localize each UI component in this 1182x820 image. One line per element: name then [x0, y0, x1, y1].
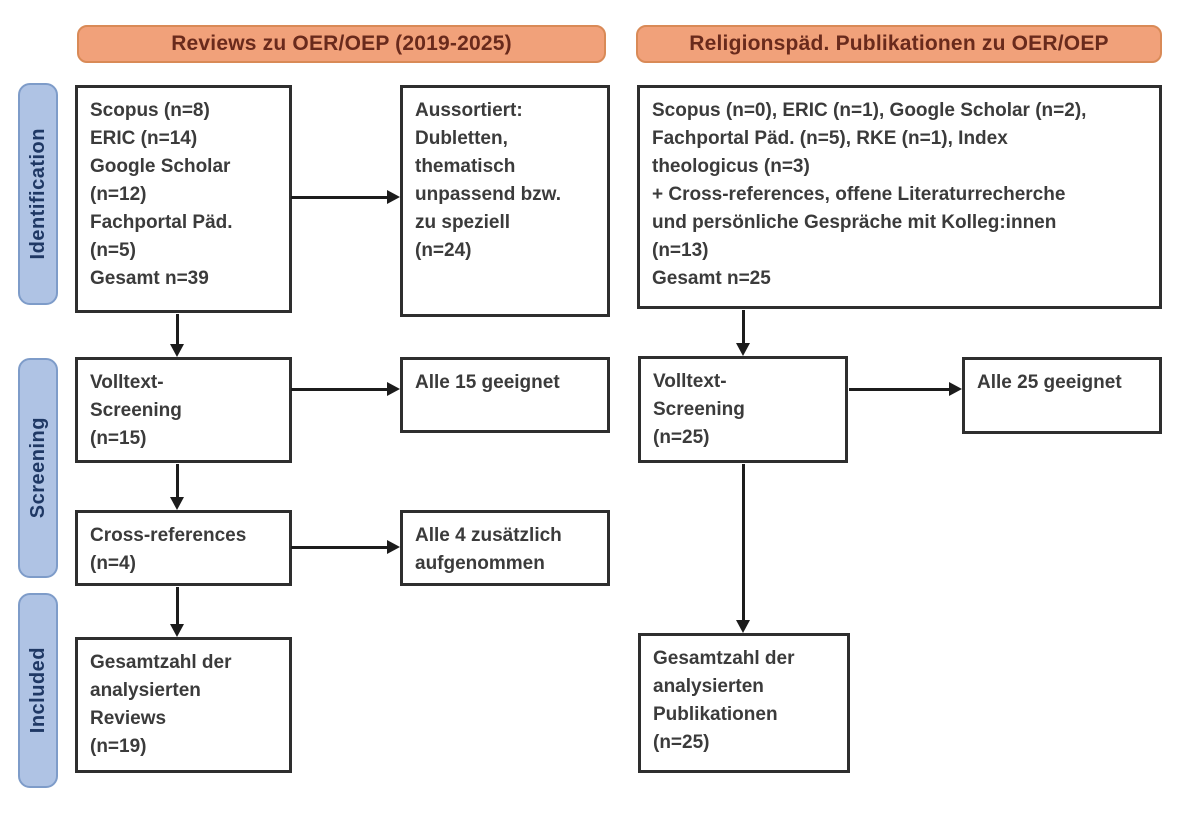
column-header-religionspaed: Religionspäd. Publikationen zu OER/OEP	[636, 25, 1162, 63]
arrow-sources-to-excluded	[291, 190, 400, 204]
text-line: (n=15)	[90, 428, 147, 449]
text-line: Scopus (n=8)	[90, 100, 210, 121]
text-line: analysierten	[90, 680, 201, 701]
box-reviews-crossref: Cross-references (n=4)	[75, 510, 292, 586]
stage-label-screening-text: Screening	[26, 417, 49, 519]
arrow-shaft	[742, 310, 745, 347]
arrow-head	[387, 190, 400, 204]
stage-label-identification-text: Identification	[26, 128, 49, 260]
text-line: Screening	[653, 399, 745, 420]
arrow-sources-to-fulltext	[170, 314, 184, 357]
arrow-shaft	[291, 546, 391, 549]
box-publications-sources: Scopus (n=0), ERIC (n=1), Google Scholar…	[637, 85, 1162, 309]
text-line: analysierten	[653, 676, 764, 697]
stage-label-screening: Screening	[18, 358, 58, 578]
text-line: (n=25)	[653, 732, 710, 753]
box-reviews-crossref-result: Alle 4 zusätzlich aufgenommen	[400, 510, 610, 586]
arrow-shaft	[291, 388, 391, 391]
text-line: Alle 25 geeignet	[977, 372, 1122, 393]
text-line: thematisch	[415, 156, 516, 177]
text-line: Reviews	[90, 708, 167, 729]
arrow-crossref-to-total	[170, 587, 184, 637]
arrow-head	[949, 382, 962, 396]
box-reviews-fulltext-result: Alle 15 geeignet	[400, 357, 610, 433]
arrow-shaft	[176, 314, 179, 348]
text-line: Gesamtzahl der	[653, 648, 795, 669]
arrow-head	[170, 344, 184, 357]
box-publications-fulltext-result: Alle 25 geeignet	[962, 357, 1162, 434]
arrow-shaft	[291, 196, 391, 199]
text-line: (n=24)	[415, 240, 472, 261]
text-line: + Cross-references, offene Literaturrech…	[652, 184, 1066, 205]
arrow-head	[387, 382, 400, 396]
arrow-shaft	[849, 388, 953, 391]
text-line: Fachportal Päd. (n=5), RKE (n=1), Index	[652, 128, 1008, 149]
text-line: Publikationen	[653, 704, 778, 725]
text-line: (n=25)	[653, 427, 710, 448]
box-reviews-fulltext-screening: Volltext- Screening (n=15)	[75, 357, 292, 463]
arrow-head	[736, 620, 750, 633]
column-header-reviews: Reviews zu OER/OEP (2019-2025)	[77, 25, 606, 63]
arrow-head	[170, 624, 184, 637]
text-line: Alle 15 geeignet	[415, 372, 560, 393]
text-line: (n=12)	[90, 184, 147, 205]
text-line: Screening	[90, 400, 182, 421]
text-line: Gesamtzahl der	[90, 652, 232, 673]
text-line: Fachportal Päd.	[90, 212, 233, 233]
text-line: Google Scholar	[90, 156, 231, 177]
text-line: (n=19)	[90, 736, 147, 757]
text-line: und persönliche Gespräche mit Kolleg:inn…	[652, 212, 1057, 233]
text-line: Scopus (n=0), ERIC (n=1), Google Scholar…	[652, 100, 1087, 121]
text-line: (n=4)	[90, 553, 136, 574]
text-line: Dubletten,	[415, 128, 508, 149]
text-line: Volltext-	[90, 372, 164, 393]
text-line: theologicus (n=3)	[652, 156, 810, 177]
text-line: zu speziell	[415, 212, 511, 233]
stage-label-included-text: Included	[26, 647, 49, 734]
text-line: Gesamt n=25	[652, 268, 771, 289]
arrow-head	[736, 343, 750, 356]
text-line: (n=13)	[652, 240, 709, 261]
text-line: Cross-references	[90, 525, 247, 546]
arrow-pub-fulltext-to-total	[736, 464, 750, 633]
text-line: Volltext-	[653, 371, 727, 392]
arrow-fulltext-to-result	[291, 382, 400, 396]
arrow-pub-fulltext-to-result	[849, 382, 962, 396]
arrow-pub-sources-to-fulltext	[736, 310, 750, 356]
arrow-shaft	[176, 464, 179, 501]
box-reviews-excluded: Aussortiert: Dubletten, thematisch unpassen…	[400, 85, 610, 317]
box-publications-fulltext-screening: Volltext- Screening (n=25)	[638, 356, 848, 463]
stage-label-identification: Identification	[18, 83, 58, 305]
text-line: aufgenommen	[415, 553, 545, 574]
arrow-fulltext-to-crossref	[170, 464, 184, 510]
text-line: (n=5)	[90, 240, 136, 261]
text-line: unpassend bzw.	[415, 184, 562, 205]
stage-label-included: Included	[18, 593, 58, 788]
text-line: Aussortiert:	[415, 100, 523, 121]
arrow-head	[170, 497, 184, 510]
arrow-shaft	[176, 587, 179, 628]
text-line: Gesamt n=39	[90, 268, 209, 289]
text-line: Alle 4 zusätzlich	[415, 525, 562, 546]
arrow-crossref-to-result	[291, 540, 400, 554]
arrow-shaft	[742, 464, 745, 624]
text-line: ERIC (n=14)	[90, 128, 198, 149]
box-reviews-sources: Scopus (n=8) ERIC (n=14) Google Scholar (n=…	[75, 85, 292, 313]
arrow-head	[387, 540, 400, 554]
